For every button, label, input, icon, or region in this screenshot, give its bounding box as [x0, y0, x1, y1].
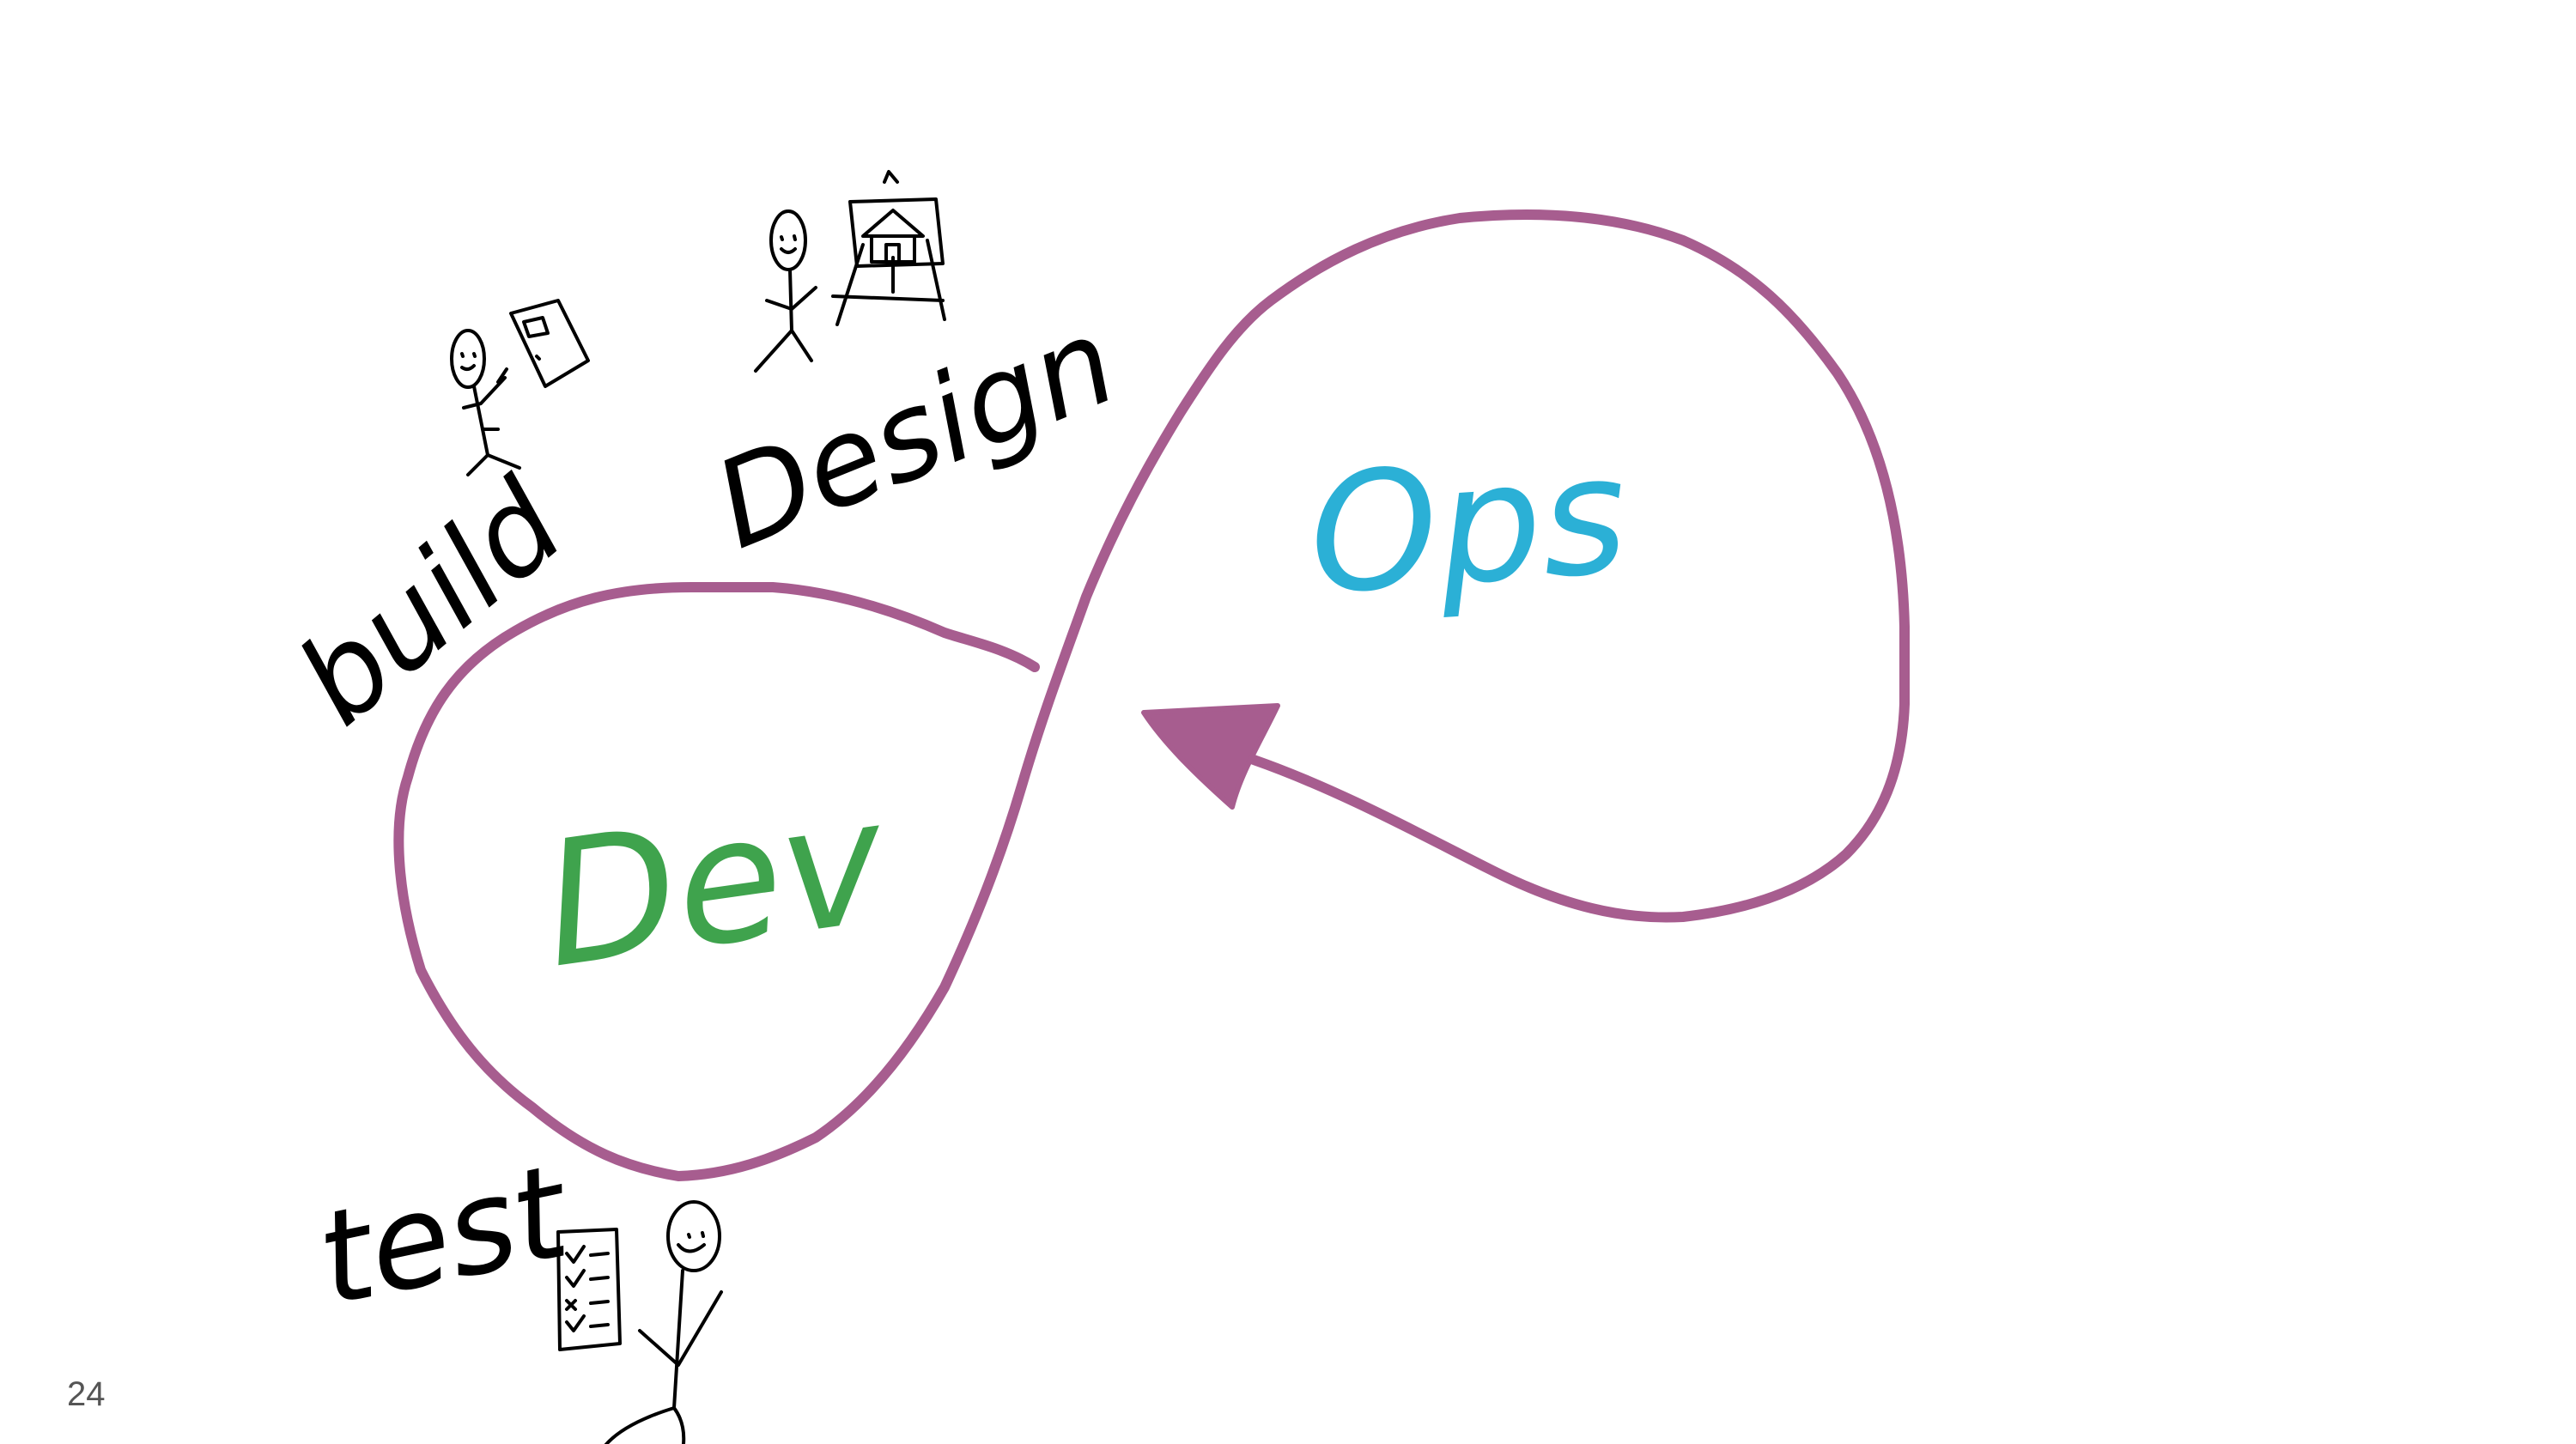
loop-arrowhead — [1141, 703, 1280, 810]
design-stage-label: Design — [697, 291, 1134, 576]
stick-figure-with-easel-icon — [754, 170, 946, 373]
stick-figure-with-checklist-icon — [556, 1200, 723, 1444]
test-stage-label: test — [306, 1137, 583, 1335]
dev-label: Dev — [532, 761, 898, 1006]
ops-label: Ops — [1303, 420, 1633, 631]
dev-loop-path — [393, 209, 1910, 1181]
page-number: 24 — [67, 1375, 106, 1413]
stick-figure-with-door-icon — [450, 299, 590, 476]
